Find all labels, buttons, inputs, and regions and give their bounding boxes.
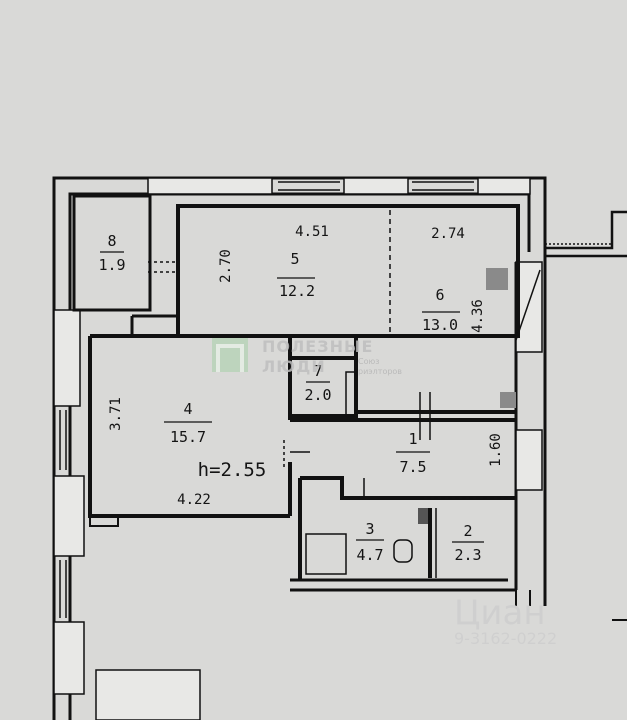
sink-icon [393, 539, 413, 563]
shaft-icon [418, 508, 428, 524]
room-8-walls [72, 194, 178, 336]
rooms-5-6-walls [176, 204, 520, 338]
column-icon [500, 392, 516, 408]
dim-room4-depth: 3.71 [108, 397, 124, 431]
room-area: 4.7 [356, 546, 383, 564]
dim-room1-depth: 1.60 [488, 433, 504, 467]
room-area: 2.3 [454, 546, 481, 564]
room-3-walls [298, 478, 437, 580]
room-label-3: 3 4.7 [356, 520, 384, 564]
room-area: 2.0 [304, 386, 331, 404]
room-area: 13.0 [422, 316, 458, 334]
room-area: 12.2 [279, 282, 315, 300]
dim-room6-depth: 4.36 [470, 299, 486, 333]
room-area: 1.9 [98, 256, 125, 274]
room-label-5: 5 12.2 [277, 250, 315, 300]
cian-id: 9-3162-0222 [454, 629, 557, 648]
ventilation-shaft-icon [486, 268, 508, 290]
bathtub-icon [305, 533, 347, 575]
room-area: 7.5 [399, 458, 426, 476]
dim-room5-width: 4.51 [295, 224, 329, 240]
dim-room4-width: 4.22 [177, 492, 211, 508]
watermark-sub2: риэлторов [358, 367, 402, 376]
watermark-line2: ЛЮДИ [262, 357, 326, 376]
ceiling-height: h=2.55 [198, 459, 267, 481]
room-number: 2 [463, 522, 472, 540]
room-number: 1 [408, 430, 417, 448]
watermark-sub1: Союз [358, 357, 379, 366]
room-7-door [345, 371, 357, 417]
dim-room6-width: 2.74 [431, 226, 465, 242]
cian-watermark: Циан 9-3162-0222 [454, 593, 557, 648]
room-number: 4 [183, 400, 192, 418]
wall-stub [89, 515, 119, 527]
room-label-8: 8 1.9 [98, 232, 125, 274]
room-label-6: 6 13.0 [422, 286, 460, 334]
room-label-2: 2 2.3 [452, 522, 484, 564]
neighbor-wall [545, 210, 627, 258]
windows [53, 177, 543, 720]
room-number: 8 [107, 232, 116, 250]
room-label-7: 7 2.0 [304, 362, 331, 404]
room-label-1: 1 7.5 [396, 430, 430, 476]
room-label-4: 4 15.7 [164, 400, 212, 446]
room-number: 3 [365, 520, 374, 538]
room-area: 15.7 [170, 428, 206, 446]
dim-room5-depth: 2.70 [218, 249, 234, 283]
room-number: 6 [435, 286, 444, 304]
watermark-line1: ПОЛЕЗНЫЕ [262, 337, 373, 356]
room-number: 5 [290, 250, 299, 268]
room-number: 7 [313, 362, 322, 380]
agency-watermark: ПОЛЕЗНЫЕ ЛЮДИ Союз риэлторов [212, 337, 402, 376]
cian-brand: Циан [454, 593, 546, 633]
